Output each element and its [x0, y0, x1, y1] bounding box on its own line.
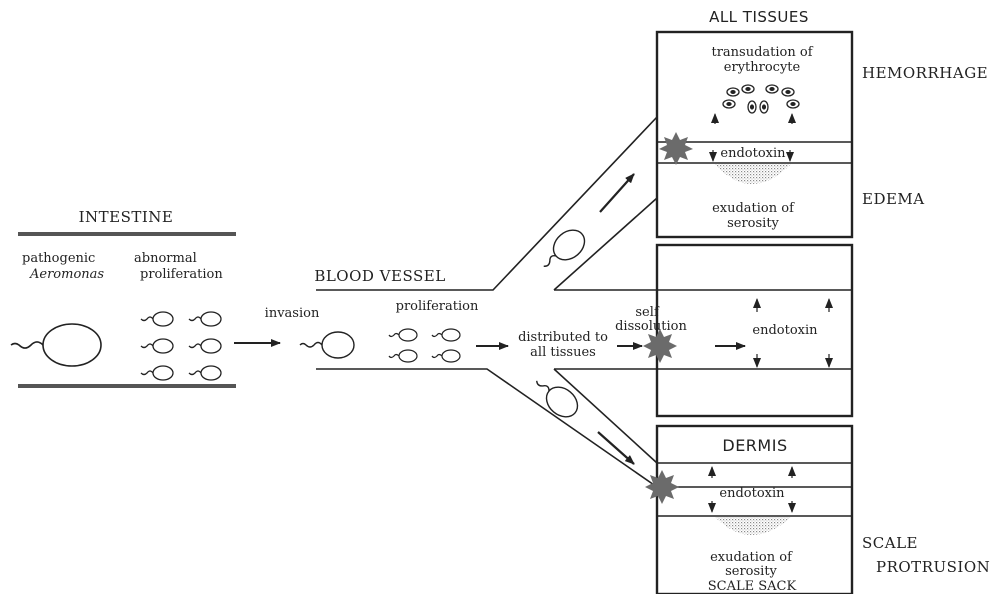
upper-branch-arrow — [600, 174, 634, 212]
endotoxin-burst-icon — [659, 132, 693, 165]
bacterium-vessel-icon — [300, 332, 354, 358]
exudation-label-dermis-line2: serosity — [725, 564, 777, 579]
scale-label: SCALE — [862, 534, 918, 552]
bacteria-cluster-vessel-icon — [389, 329, 460, 362]
bacterium-icon — [141, 366, 173, 380]
bacteria-cluster-intestine-icon — [141, 312, 221, 380]
erythrocytes-icon — [723, 85, 799, 113]
transudation-label-line1: transudation of — [711, 45, 813, 60]
dermis-endotoxin-arrows-down-icon — [712, 501, 792, 512]
bacterium-large-icon — [11, 324, 101, 366]
endotoxin-label-dermis: endotoxin — [719, 486, 785, 501]
bacterium-icon — [189, 312, 221, 326]
blood-vessel-walls — [316, 117, 657, 487]
edema-label: EDEMA — [862, 190, 925, 208]
bacterium-icon — [189, 366, 221, 380]
bacterium-icon — [141, 339, 173, 353]
exudation-label-top-line2: serosity — [727, 216, 779, 231]
aeromonas-label: Aeromonas — [29, 267, 104, 282]
endotoxin-label-middle: endotoxin — [752, 323, 818, 338]
bacterium-icon — [141, 312, 173, 326]
endotoxin-arrows-up-icon — [715, 114, 792, 124]
dissolution-label: dissolution — [615, 319, 687, 334]
scale-sack-label: SCALE SACK — [708, 579, 797, 594]
transudation-label-line2: erythrocyte — [724, 60, 801, 75]
bacterium-upper-branch-icon — [535, 224, 590, 276]
exudation-label-top-line1: exudation of — [712, 201, 795, 216]
abnormal-label: abnormal — [134, 251, 197, 266]
exudation-label-dermis-line1: exudation of — [710, 550, 793, 565]
abnormal-proliferation-label: proliferation — [140, 267, 223, 282]
bacterium-icon — [389, 350, 417, 362]
endotoxin-label-top: endotoxin — [720, 146, 786, 161]
blood-vessel-title: BLOOD VESSEL — [314, 267, 445, 285]
dermis-endotoxin-arrows-up-icon — [712, 467, 792, 478]
self-dissolution-burst-icon — [643, 329, 677, 363]
bacterium-icon — [432, 350, 460, 362]
hemorrhage-label: HEMORRHAGE — [862, 64, 988, 82]
protrusion-label: PROTRUSION — [876, 558, 990, 576]
dermis-endotoxin-burst-icon — [645, 470, 679, 504]
pathogenic-label: pathogenic — [22, 251, 95, 266]
intestine-title: INTESTINE — [79, 208, 174, 226]
bacterium-icon — [189, 339, 221, 353]
bacterium-icon — [432, 329, 460, 341]
bacterium-lower-branch-icon — [528, 371, 583, 423]
all-tissues-title: ALL TISSUES — [709, 8, 809, 26]
bacterium-icon — [389, 329, 417, 341]
serosity-stipple-icon — [715, 164, 791, 184]
invasion-label: invasion — [265, 306, 320, 321]
vessel-proliferation-label: proliferation — [396, 299, 479, 314]
intestine-bottom-wall — [18, 384, 236, 388]
self-label: self — [635, 305, 660, 320]
dermis-serosity-stipple-icon — [715, 517, 791, 535]
distributed-label-line1: distributed to — [518, 330, 608, 345]
distributed-label-line2: all tissues — [530, 345, 596, 360]
dermis-title: DERMIS — [722, 436, 787, 455]
intestine-top-wall — [18, 232, 236, 236]
